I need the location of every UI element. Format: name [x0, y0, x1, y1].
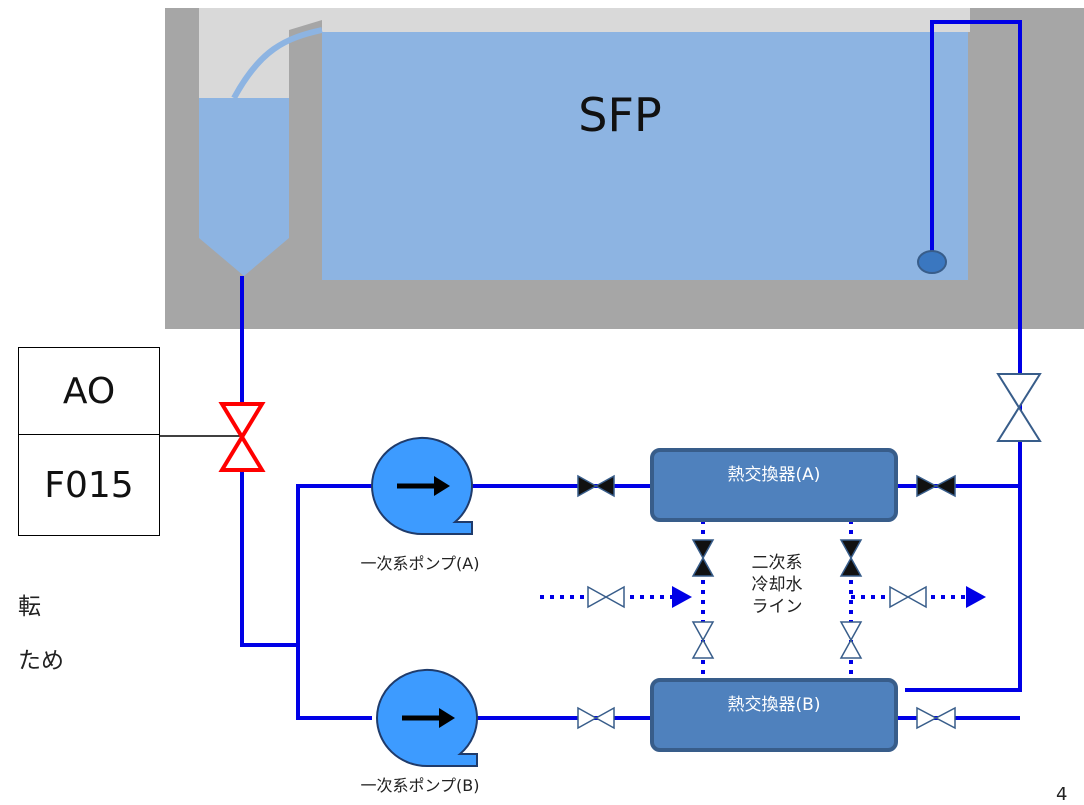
overflow-stream — [231, 27, 323, 100]
heat-exchanger-b — [650, 678, 898, 752]
valve-secondary-inlet — [587, 585, 625, 609]
pool-air-gap — [322, 8, 970, 32]
secondary-inlet-arrow — [672, 586, 692, 608]
valve-secondary-a-left — [691, 539, 715, 577]
cut-off-text-1: 転 — [18, 594, 41, 620]
controller-mode-box: AO — [18, 347, 160, 435]
heat-exchanger-a-label: 熱交換器(A) — [727, 465, 821, 485]
return-pipe — [905, 20, 1022, 692]
valve-hx-a-outlet — [916, 474, 956, 498]
heat-exchanger-b-label: 熱交換器(B) — [727, 695, 821, 715]
valve-hx-b-inlet — [577, 706, 615, 730]
skimmer-tank-air — [199, 8, 289, 98]
page-number: 4 — [1056, 784, 1068, 805]
secondary-line-label: 二次系 冷却水 ライン — [737, 552, 817, 618]
pool-wall-top — [289, 8, 322, 30]
pool-water — [322, 32, 968, 280]
secondary-line-label-2: 冷却水 — [751, 575, 803, 596]
suction-pipe — [240, 276, 298, 647]
pump-b-label: 一次系ポンプ(B) — [360, 776, 480, 795]
return-diffuser — [917, 250, 947, 274]
pump-b — [375, 668, 478, 767]
valve-secondary-b-left — [691, 621, 715, 659]
pool-title: SFP — [578, 88, 662, 142]
valve-hx-b-outlet — [916, 706, 956, 730]
valve-secondary-a-right — [839, 539, 863, 577]
control-valve-f015 — [218, 402, 266, 472]
valve-secondary-outlet — [889, 585, 927, 609]
pump-a — [370, 436, 473, 535]
valve-tag-box: F015 — [18, 434, 160, 536]
return-valve — [996, 373, 1042, 442]
cut-off-text-2: ため — [18, 648, 64, 674]
heat-exchanger-a — [650, 448, 898, 522]
secondary-outlet-arrow — [966, 586, 986, 608]
skimmer-tank-water — [199, 98, 289, 276]
secondary-line-label-3: ライン — [751, 597, 803, 618]
secondary-line-label-1: 二次系 — [751, 553, 803, 573]
valve-hx-a-inlet — [577, 474, 615, 498]
pump-header-pipe — [296, 484, 372, 720]
valve-secondary-b-right — [839, 621, 863, 659]
pump-a-label: 一次系ポンプ(A) — [360, 554, 480, 573]
